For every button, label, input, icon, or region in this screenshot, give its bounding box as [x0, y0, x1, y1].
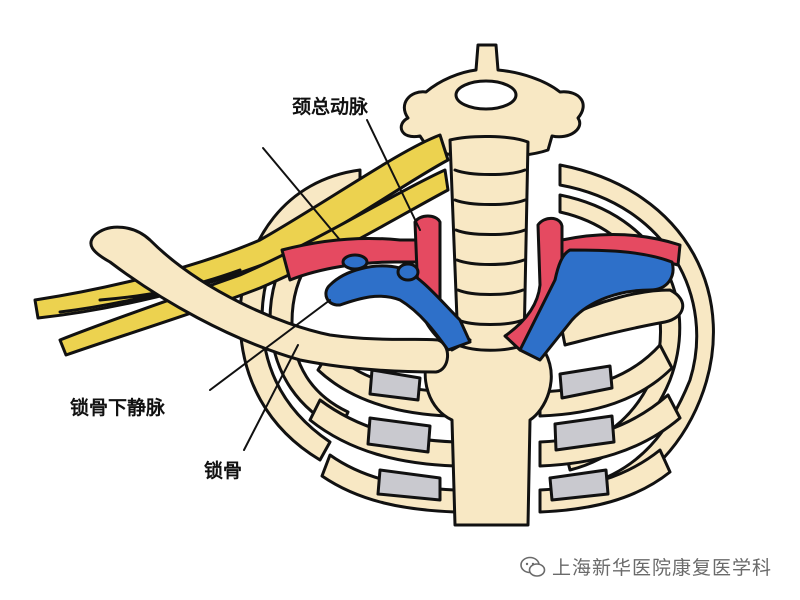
- subclavian-vein-right: [518, 248, 675, 362]
- cervical-spine: [399, 43, 585, 352]
- watermark: 上海新华医院康复医学科: [520, 553, 772, 580]
- label-subclavian-vein: 锁骨下静脉: [70, 397, 166, 419]
- leader-subclavian-vein: [209, 299, 331, 391]
- leader-carotid: [366, 119, 421, 231]
- watermark-text: 上海新华医院康复医学科: [552, 557, 773, 579]
- costal-cartilage: [366, 364, 616, 502]
- wechat-icon: [520, 556, 546, 577]
- leader-clavicle: [243, 344, 299, 451]
- rib-lower-right-1: [538, 343, 674, 418]
- spine-column: [448, 134, 530, 352]
- clavicle: [89, 225, 449, 374]
- label-clavicle: 锁骨: [204, 460, 243, 482]
- clavicle-right: [558, 288, 684, 347]
- subclavian-vein-left: [324, 264, 472, 352]
- veins: [324, 248, 675, 362]
- label-common-carotid: 颈总动脉: [292, 96, 369, 118]
- leader-carotid-2: [262, 147, 341, 241]
- leader-lines: [209, 119, 421, 451]
